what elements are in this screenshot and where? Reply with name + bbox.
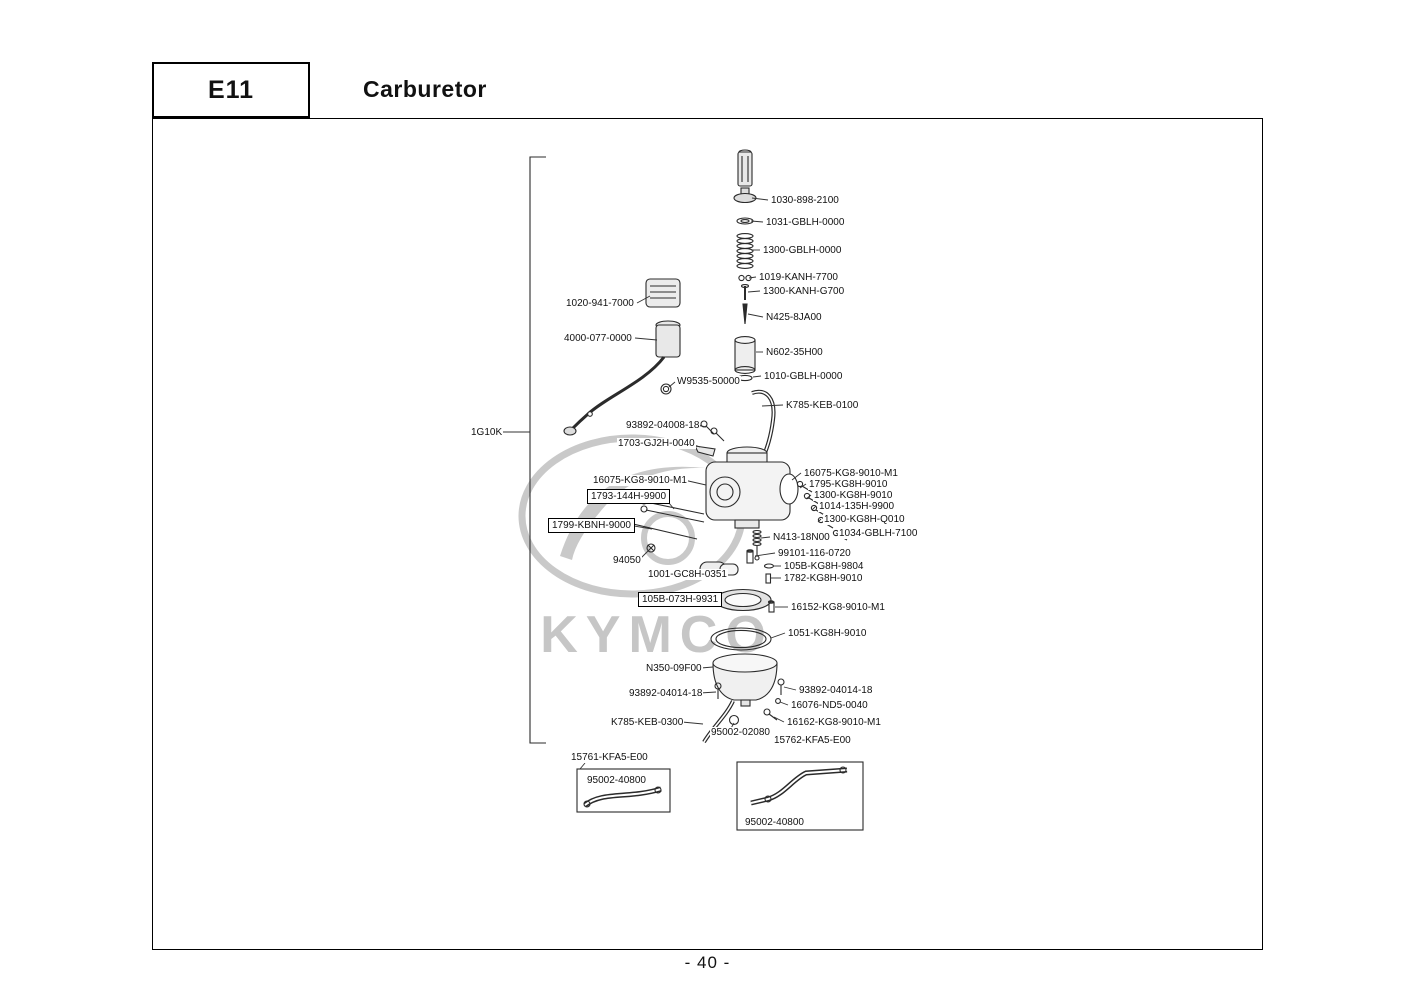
leader-line xyxy=(761,404,784,407)
part-label: N413-18N00 xyxy=(772,532,831,543)
part-label: W9535-50000 xyxy=(676,376,741,387)
leader-line xyxy=(791,472,802,481)
kymco-watermark-text: KYMCO xyxy=(540,606,774,664)
hose-kit-box-left xyxy=(576,768,671,813)
part-label: 1010-GBLH-0000 xyxy=(763,371,844,382)
part-label: 15762-KFA5-E00 xyxy=(773,735,852,746)
part-label: N425-8JA00 xyxy=(765,312,823,323)
leader-line xyxy=(748,276,757,279)
part-label: 1300-GBLH-0000 xyxy=(762,245,843,256)
leader-line xyxy=(751,197,769,201)
part-label: 15761-KFA5-E00 xyxy=(570,752,649,763)
gasket-drawing xyxy=(710,627,772,651)
leader-line xyxy=(783,686,797,691)
drain-hose-drawing xyxy=(702,700,740,744)
part-label: 1799-KBNH-9000 xyxy=(548,518,635,533)
part-label: 95002-40800 xyxy=(744,817,805,828)
leader-line xyxy=(752,375,762,378)
part-label: 1030-898-2100 xyxy=(770,195,840,206)
part-label: 16075-KG8-9010-M1 xyxy=(803,468,899,479)
part-label: 4000-077-0000 xyxy=(563,333,633,344)
part-label: 105B-073H-9931 xyxy=(638,592,723,607)
leader-line xyxy=(750,220,764,223)
section-code: E11 xyxy=(207,75,255,104)
part-label: 16152-KG8-9010-M1 xyxy=(790,602,886,613)
diagram-frame xyxy=(152,118,1263,950)
part-label: 1031-GBLH-0000 xyxy=(765,217,846,228)
part-label: 1020-941-7000 xyxy=(565,298,635,309)
leader-line xyxy=(668,381,676,388)
leader-line xyxy=(779,701,789,706)
part-label: 105B-KG8H-9804 xyxy=(783,561,865,572)
part-label: 1001-GC8H-0351 xyxy=(647,569,728,580)
part-label: 95002-40800 xyxy=(586,775,647,786)
hose-kit-box-bottom xyxy=(736,761,864,831)
part-label: K785-KEB-0300 xyxy=(610,717,685,728)
part-label: 1019-KANH-7700 xyxy=(758,272,839,283)
part-label: 1703-GJ2H-0040 xyxy=(617,438,696,449)
leader-line xyxy=(681,721,704,725)
part-label: 1G10K xyxy=(470,427,504,438)
part-label: 1014-135H-9900 xyxy=(818,501,896,512)
leader-line xyxy=(773,716,785,723)
part-label: 16075-KG8-9010-M1 xyxy=(592,475,688,486)
page-title: Carburetor xyxy=(363,76,487,102)
leader-line xyxy=(805,494,812,500)
sensor-drawing xyxy=(645,278,681,308)
part-label: 1300-KG8H-9010 xyxy=(813,490,894,501)
carburetor-body-drawing xyxy=(705,446,799,529)
leader-line xyxy=(747,313,764,318)
leader-line xyxy=(817,518,822,523)
page-number: - 40 - xyxy=(684,953,731,972)
leader-line xyxy=(770,632,786,639)
chamber-plate-drawing xyxy=(714,588,775,613)
part-label: 1300-KANH-G700 xyxy=(762,286,846,297)
float-bowl-drawing xyxy=(712,653,785,721)
leader-line xyxy=(747,290,761,293)
leader-line xyxy=(634,337,658,341)
part-label: 1034-GBLH-7100 xyxy=(838,528,919,539)
leader-line xyxy=(799,483,807,489)
leader-line xyxy=(636,295,651,304)
group-bracket xyxy=(529,156,546,744)
oring-drawing xyxy=(660,383,672,395)
part-label: 99101-116-0720 xyxy=(777,548,852,559)
part-label: 93892-04008-18 xyxy=(625,420,701,431)
leader-line xyxy=(754,552,776,557)
part-label: 1300-KG8H-Q010 xyxy=(823,514,906,525)
part-label: 1795-KG8H-9010 xyxy=(808,479,889,490)
part-label: 94050 xyxy=(612,555,642,566)
part-label: 93892-04014-18 xyxy=(798,685,874,696)
part-label: N350-09F00 xyxy=(645,663,703,674)
leader-line xyxy=(579,762,586,770)
leader-line xyxy=(700,666,714,669)
part-label: 16162-KG8-9010-M1 xyxy=(786,717,882,728)
leader-line xyxy=(811,505,817,511)
part-label: 1051-KG8H-9010 xyxy=(787,628,868,639)
leader-lines-layer xyxy=(503,197,841,770)
part-label: 93892-04014-18 xyxy=(628,688,704,699)
throttle-cable-assembly-drawing xyxy=(733,149,757,325)
part-label: 1793-144H-9900 xyxy=(587,489,671,504)
part-label: 16076-ND5-0040 xyxy=(790,700,869,711)
part-label: N602-35H00 xyxy=(765,347,824,358)
part-label: K785-KEB-0100 xyxy=(785,400,860,411)
leader-line xyxy=(760,536,771,539)
section-code-box: E11 xyxy=(152,62,310,118)
part-label: 95002-02080 xyxy=(710,727,771,738)
part-label: 1782-KG8H-9010 xyxy=(783,573,864,584)
bystarter-drawing xyxy=(563,320,681,436)
throttle-slide-drawing xyxy=(734,336,756,382)
